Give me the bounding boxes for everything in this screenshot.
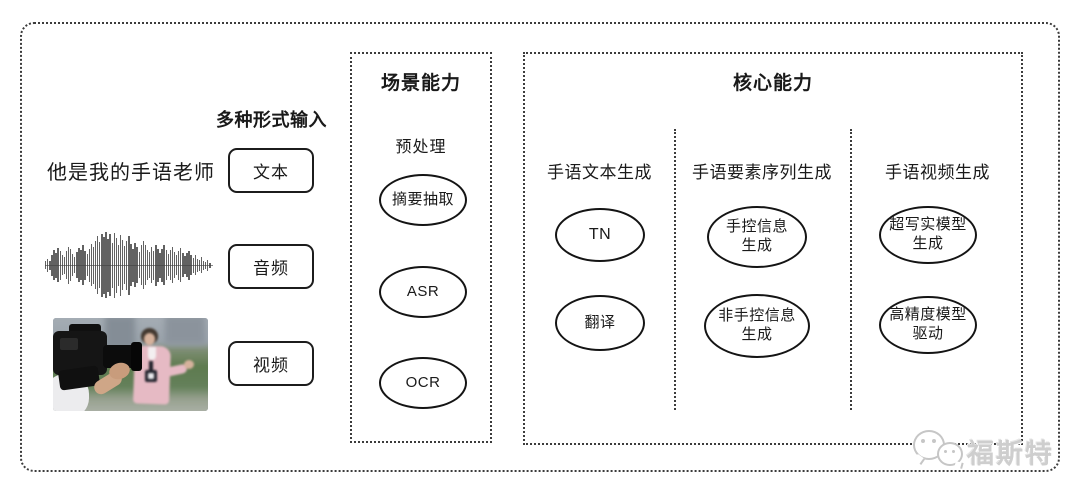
- input-section-heading: 多种形式输入: [216, 110, 327, 130]
- column-heading-video-generation: 手语视频生成: [885, 163, 990, 182]
- video-input-photo: [53, 318, 208, 411]
- preprocess-label: 预处理: [395, 139, 447, 156]
- node-asr: ASR: [379, 266, 467, 318]
- input-box-video: 视频: [228, 341, 314, 386]
- node-non-manual-info-generation: 非手控信息 生成: [704, 294, 810, 358]
- node-ocr: OCR: [379, 357, 467, 409]
- node-high-precision-model-driving: 高精度模型 驱动: [879, 296, 977, 354]
- input-box-audio: 音频: [228, 244, 314, 289]
- node-hyperrealistic-model-generation: 超写实模型 生成: [879, 206, 977, 264]
- input-box-audio-label: 音频: [253, 259, 289, 278]
- photo-building-shape: [165, 318, 205, 344]
- watermark: 福斯特: [905, 428, 1055, 474]
- photo-reporter-figure: [53, 318, 208, 411]
- input-box-text-label: 文本: [253, 163, 289, 182]
- column-divider: [850, 129, 852, 410]
- input-box-text: 文本: [228, 148, 314, 193]
- column-divider: [674, 129, 676, 410]
- scene-capability-box: 场景能力 预处理 摘要抽取 ASR OCR: [350, 52, 492, 443]
- outer-dotted-border: [20, 22, 1060, 472]
- core-capability-box: 核心能力 手语文本生成 手语要素序列生成 手语视频生成 TN 翻译 手控信息 生…: [523, 52, 1023, 445]
- text-input-example: 他是我的手语老师: [47, 162, 215, 184]
- input-box-video-label: 视频: [253, 356, 289, 375]
- scene-box-title: 场景能力: [380, 73, 461, 94]
- node-manual-info-generation: 手控信息 生成: [707, 206, 807, 268]
- core-box-title: 核心能力: [732, 73, 813, 94]
- node-summary-extraction: 摘要抽取: [379, 174, 467, 226]
- node-tn: TN: [555, 208, 645, 262]
- watermark-text: 福斯特: [967, 439, 1054, 469]
- photo-building-shape: [105, 318, 135, 350]
- column-heading-text-generation: 手语文本生成: [547, 163, 652, 182]
- audio-waveform-icon: [45, 231, 213, 299]
- photo-camera-figure: [53, 318, 208, 411]
- node-translation: 翻译: [555, 295, 645, 351]
- column-heading-element-sequence-generation: 手语要素序列生成: [692, 163, 832, 182]
